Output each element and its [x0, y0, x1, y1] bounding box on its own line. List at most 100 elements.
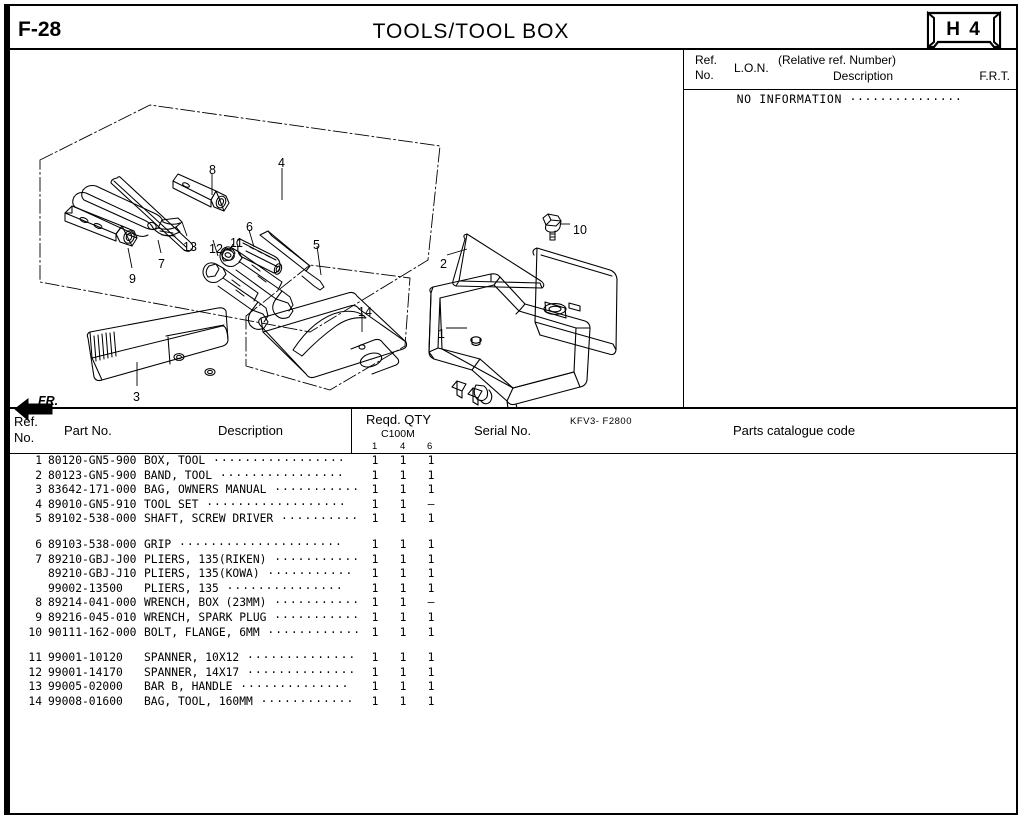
front-direction-label: FR. [38, 394, 59, 408]
table-row[interactable]: 7 89210-GBJ-J00 PLIERS, 135(RIKEN) ·······… [6, 553, 1016, 568]
cell-qty-6: – [427, 596, 435, 610]
cell-ref-no: 2 [35, 468, 42, 482]
cell-part-no: 99008-01600 [48, 694, 123, 708]
cell-qty-6: 1 [427, 625, 435, 639]
cell-qty-4: 1 [399, 512, 407, 526]
cell-qty-6: 1 [427, 567, 435, 581]
table-row[interactable]: 1 80120-GN5-900 BOX, TOOL ················… [6, 454, 1016, 469]
section-badge: H 4 [926, 11, 1002, 49]
description-text: TOOL SET [144, 497, 199, 511]
col-ref-no: Ref. No. [14, 414, 38, 445]
cell-qty-1: 1 [371, 454, 379, 467]
callout-12: 12 [209, 242, 223, 256]
leader-dots: ············ [252, 694, 355, 708]
description-text: PLIERS, 135(RIKEN) [144, 552, 267, 566]
leader-dots: ··········· [266, 552, 361, 566]
cell-qty-6: – [427, 497, 435, 511]
description-text: PLIERS, 135 [144, 581, 219, 595]
cell-ref-no: 13 [28, 680, 42, 694]
cell-description: GRIP ····················· [144, 538, 343, 551]
cell-description: TOOL SET ·················· [144, 498, 347, 511]
parts-table: Ref. No. Part No. Description Reqd. QTY … [6, 407, 1016, 815]
description-text: BOLT, FLANGE, 6MM [144, 625, 260, 639]
description-text: PLIERS, 135(KOWA) [144, 567, 260, 581]
cell-ref-no: 7 [35, 552, 42, 566]
ref-description-header: Description [833, 69, 894, 83]
page-title: TOOLS/TOOL BOX [372, 20, 570, 43]
cell-ref-no: 10 [28, 625, 42, 639]
ref-no-header: Ref. No. [695, 53, 718, 82]
description-text: BAG, TOOL, 160MM [144, 694, 253, 708]
leader-dots: ·················· [198, 497, 347, 511]
cell-qty-1: 1 [371, 694, 379, 708]
cell-qty-4: 1 [399, 483, 407, 497]
cell-qty-6: 1 [427, 454, 435, 467]
cell-part-no: 99005-02000 [48, 680, 123, 694]
cell-qty-4: 1 [399, 581, 407, 595]
parts-table-header: Ref. No. Part No. Description Reqd. QTY … [6, 409, 1016, 454]
table-row[interactable]: 89210-GBJ-J10 PLIERS, 135(KOWA) ·········… [6, 567, 1016, 582]
callout-2: 2 [440, 257, 447, 271]
page-header: F-28 TOOLS/TOOL BOX H 4 [6, 6, 1016, 50]
no-information-text: NO INFORMATION ··············· [736, 92, 963, 106]
cell-ref-no: 1 [35, 454, 42, 467]
cell-ref-no: 3 [35, 483, 42, 497]
cell-qty-4: 1 [399, 468, 407, 482]
cell-qty-4: 1 [399, 567, 407, 581]
cell-qty-4: 1 [399, 454, 407, 467]
cell-ref-no: 11 [28, 651, 42, 665]
col-model: C100M [381, 428, 415, 440]
description-text: BAG, OWNERS MANUAL [144, 483, 267, 497]
leader-dots: ·············· [239, 651, 357, 665]
cell-part-no: 80120-GN5-900 [48, 454, 137, 467]
cell-part-no: 89210-GBJ-J10 [48, 567, 137, 581]
cell-qty-1: 1 [371, 497, 379, 511]
cell-part-no: 89210-GBJ-J00 [48, 552, 137, 566]
page-code: F-28 [18, 18, 62, 41]
cell-qty-6: 1 [427, 610, 435, 624]
col-part-no: Part No. [64, 423, 112, 438]
callout-8: 8 [209, 163, 216, 177]
callout-6: 6 [246, 220, 253, 234]
cell-description: BOX, TOOL ················· [144, 454, 346, 467]
cell-qty-4: 1 [399, 665, 407, 679]
leader-dots: ··········· [259, 567, 354, 581]
cell-qty-6: 1 [427, 581, 435, 595]
front-direction-arrow-icon [14, 398, 53, 422]
table-row-spacer [6, 640, 1016, 651]
description-text: SPANNER, 10X12 [144, 651, 240, 665]
cell-qty-1: 1 [371, 567, 379, 581]
leader-dots: ··········· [266, 596, 361, 610]
cell-part-no: 89010-GN5-910 [48, 497, 137, 511]
parts-table-body: 1 80120-GN5-900 BOX, TOOL ················… [6, 454, 1016, 710]
cell-description: BAG, TOOL, 160MM ············ [144, 695, 354, 708]
qty-column-divider [351, 409, 352, 454]
cell-qty-4: 1 [399, 625, 407, 639]
callout-1: 1 [438, 327, 445, 341]
cell-description: BAG, OWNERS MANUAL ··········· [144, 483, 360, 496]
col-serial-no: Serial No. [474, 423, 532, 438]
col-parts-catalogue-code: Parts catalogue code [733, 423, 856, 438]
cell-qty-1: 1 [371, 610, 379, 624]
cell-qty-6: 1 [427, 552, 435, 566]
leader-dots: ··············· [218, 581, 344, 595]
callout-5: 5 [313, 238, 320, 252]
callout-10: 10 [573, 223, 587, 237]
badge-label: H 4 [946, 19, 982, 40]
badge-shield-icon [926, 11, 1002, 49]
cell-description: PLIERS, 135 ··············· [144, 582, 344, 595]
